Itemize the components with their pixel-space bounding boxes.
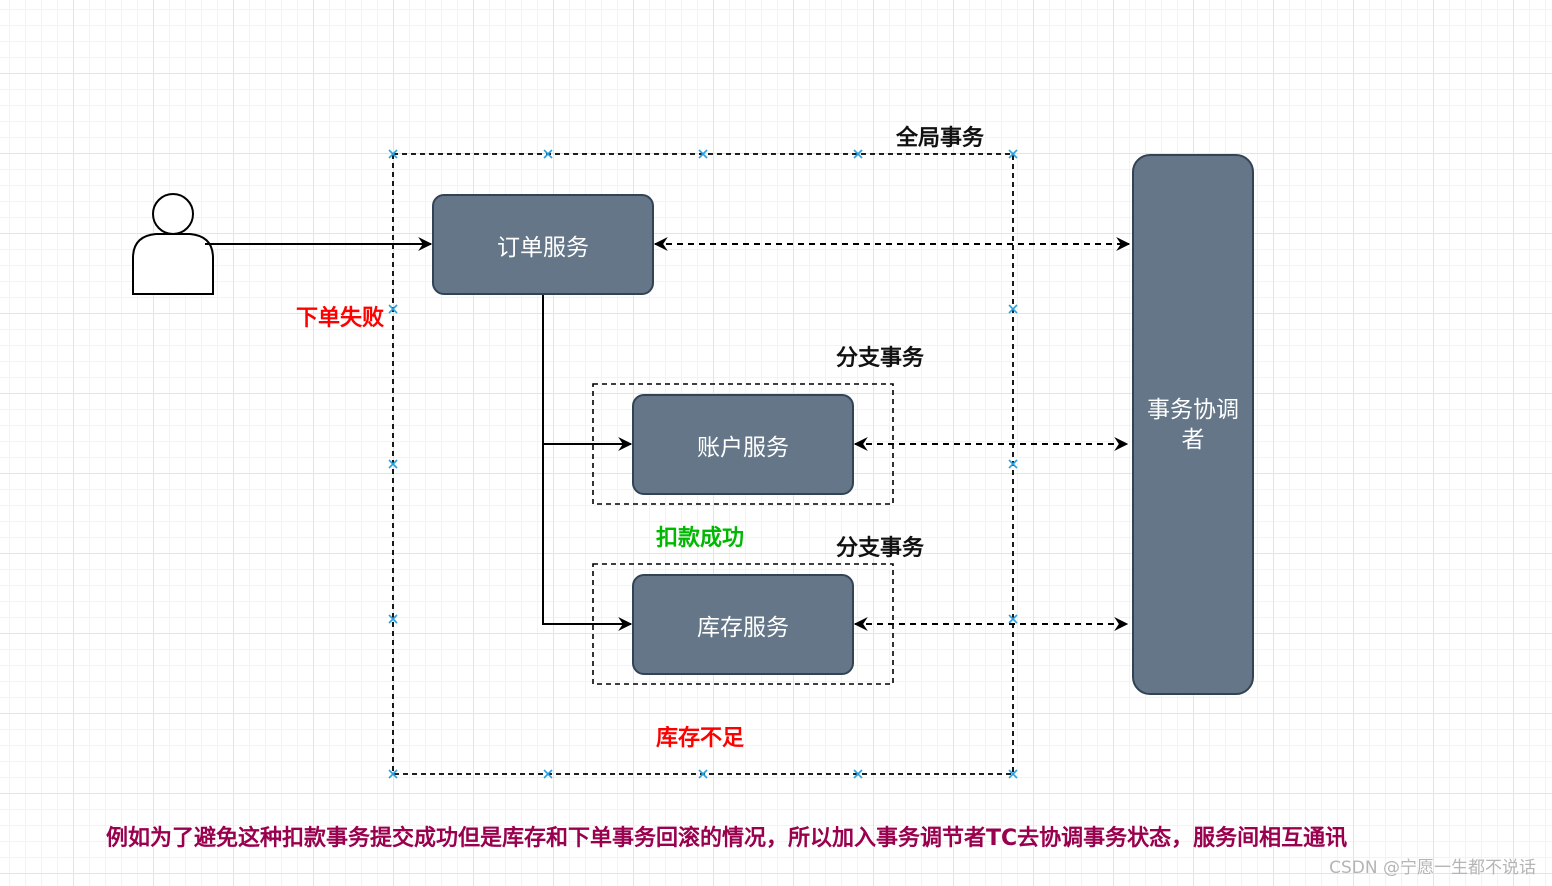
order-to-account-arrow: [542, 294, 633, 451]
global-transaction-label: 全局事务: [896, 126, 985, 151]
insufficient-stock-label: 库存不足: [656, 726, 745, 751]
order-service-box: 订单服务: [432, 194, 654, 295]
user-actor-icon: [132, 193, 214, 295]
account-service-box: 账户服务: [632, 394, 854, 495]
csdn-watermark: CSDN @宁愿一生都不说话: [1329, 858, 1536, 878]
order-failed-label: 下单失败: [296, 306, 385, 331]
explanation-caption: 例如为了避免这种扣款事务提交成功但是库存和下单事务回滚的情况，所以加入事务调节者…: [106, 826, 1348, 851]
inventory-service-box: 库存服务: [632, 574, 854, 675]
order-to-inventory-arrow: [542, 444, 633, 631]
branch-transaction-label-account: 分支事务: [836, 346, 925, 371]
transaction-coordinator-box: 事务协调者: [1132, 154, 1254, 695]
branch-transaction-label-inventory: 分支事务: [836, 536, 925, 561]
deduction-success-label: 扣款成功: [656, 526, 745, 551]
